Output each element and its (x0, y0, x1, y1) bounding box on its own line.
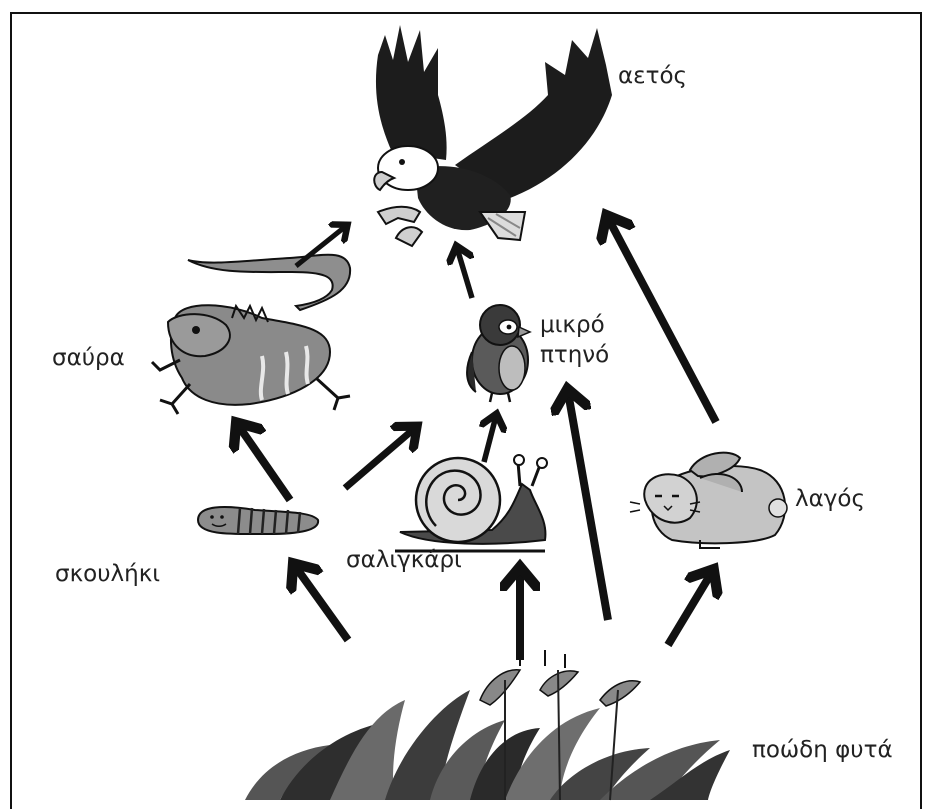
plants-illustration (245, 650, 730, 800)
plants-label: ποώδη φυτά (752, 737, 893, 765)
eagle-illustration (374, 25, 612, 246)
small-bird-illustration (467, 305, 530, 402)
snail-label: σαλιγκάρι (346, 547, 462, 575)
small-bird-label-line1: μικρό (540, 312, 605, 340)
arrow-plants-to-hare (668, 572, 712, 645)
arrow-plants-to-small-bird (568, 392, 608, 620)
arrow-worm-to-lizard (238, 425, 290, 500)
arrows (238, 218, 716, 660)
arrow-hare-to-eagle (608, 218, 716, 422)
arrow-small-bird-to-eagle (457, 248, 472, 298)
worm-label: σκουλήκι (55, 561, 160, 589)
hare-illustration (630, 453, 787, 548)
snail-illustration (395, 455, 547, 551)
lizard-label: σαύρα (52, 345, 125, 373)
arrow-snail-to-small-bird (484, 416, 496, 462)
arrow-plants-to-worm (295, 566, 348, 640)
lizard-illustration (152, 255, 350, 414)
worm-illustration (198, 507, 318, 534)
small-bird-label-line2: πτηνό (540, 342, 609, 370)
arrow-snail-to-lizard (345, 428, 415, 488)
eagle-label: αετός (618, 63, 687, 91)
hare-label: λαγός (795, 486, 865, 514)
